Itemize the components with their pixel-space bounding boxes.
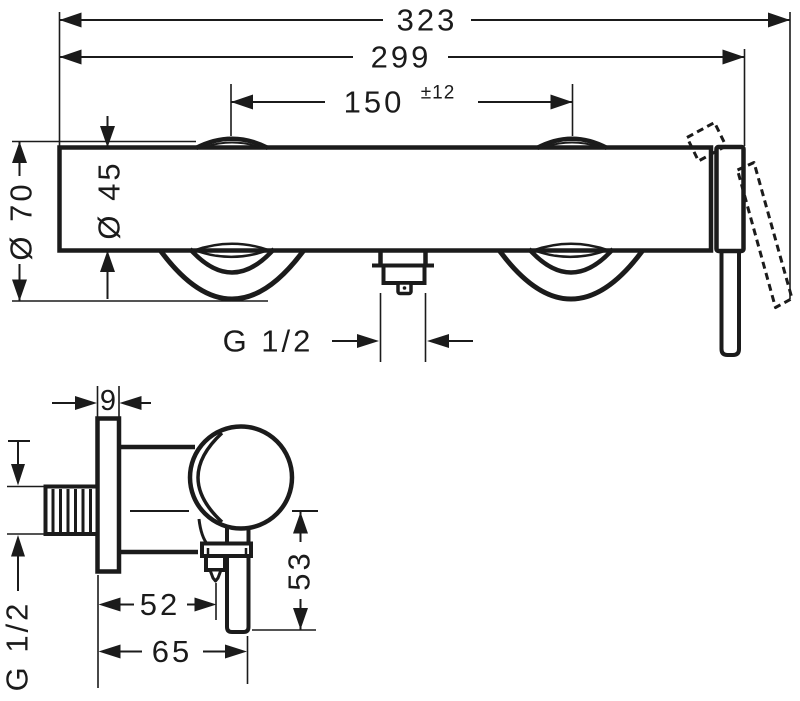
dim-overall-width-label: 323 xyxy=(397,3,458,38)
dim-outlet-drop-label: 53 xyxy=(282,550,317,590)
front-view-outline xyxy=(57,121,794,357)
inlet-nipple xyxy=(43,484,100,536)
dim-connection-tolerance-label: ±12 xyxy=(421,83,456,104)
extension-lines xyxy=(7,12,791,688)
dimension-arrowheads xyxy=(11,12,790,659)
handle-lever-alt-position xyxy=(736,161,794,309)
body-highlight-arc xyxy=(196,431,224,524)
mixer-body xyxy=(57,145,714,253)
dim-body-width-label: 299 xyxy=(371,40,432,75)
side-view-outline xyxy=(43,416,318,634)
dim-escutcheon-diameter-label: Ø 70 xyxy=(4,181,39,260)
handle-lever xyxy=(719,251,741,357)
escutcheon-right xyxy=(496,136,646,302)
dim-outlet-thread-label: G 1/2 xyxy=(223,324,314,359)
bottom-outlet xyxy=(372,250,434,296)
dim-wall-to-handle-label: 65 xyxy=(152,634,192,669)
thread-hatching xyxy=(51,489,92,532)
dim-plate-thickness-label: 9 xyxy=(100,385,116,417)
dimension-labels: 323 299 150 ±12 G 1/2 Ø 45 Ø 70 9 G 1/2 … xyxy=(0,3,458,692)
side-outlet xyxy=(200,541,253,583)
dim-wall-to-outlet-label: 52 xyxy=(140,587,180,622)
escutcheon-left xyxy=(157,136,307,302)
handle-cap xyxy=(714,144,746,254)
dim-connection-spacing-label: 150 xyxy=(344,85,405,120)
valve-body-circle xyxy=(187,424,295,531)
wall-plate xyxy=(95,416,122,574)
dim-body-diameter-label: Ø 45 xyxy=(92,160,127,239)
handle-cap-alt-position xyxy=(685,121,728,163)
dim-inlet-thread-label: G 1/2 xyxy=(0,601,35,692)
side-check-valve-nib xyxy=(208,568,223,583)
